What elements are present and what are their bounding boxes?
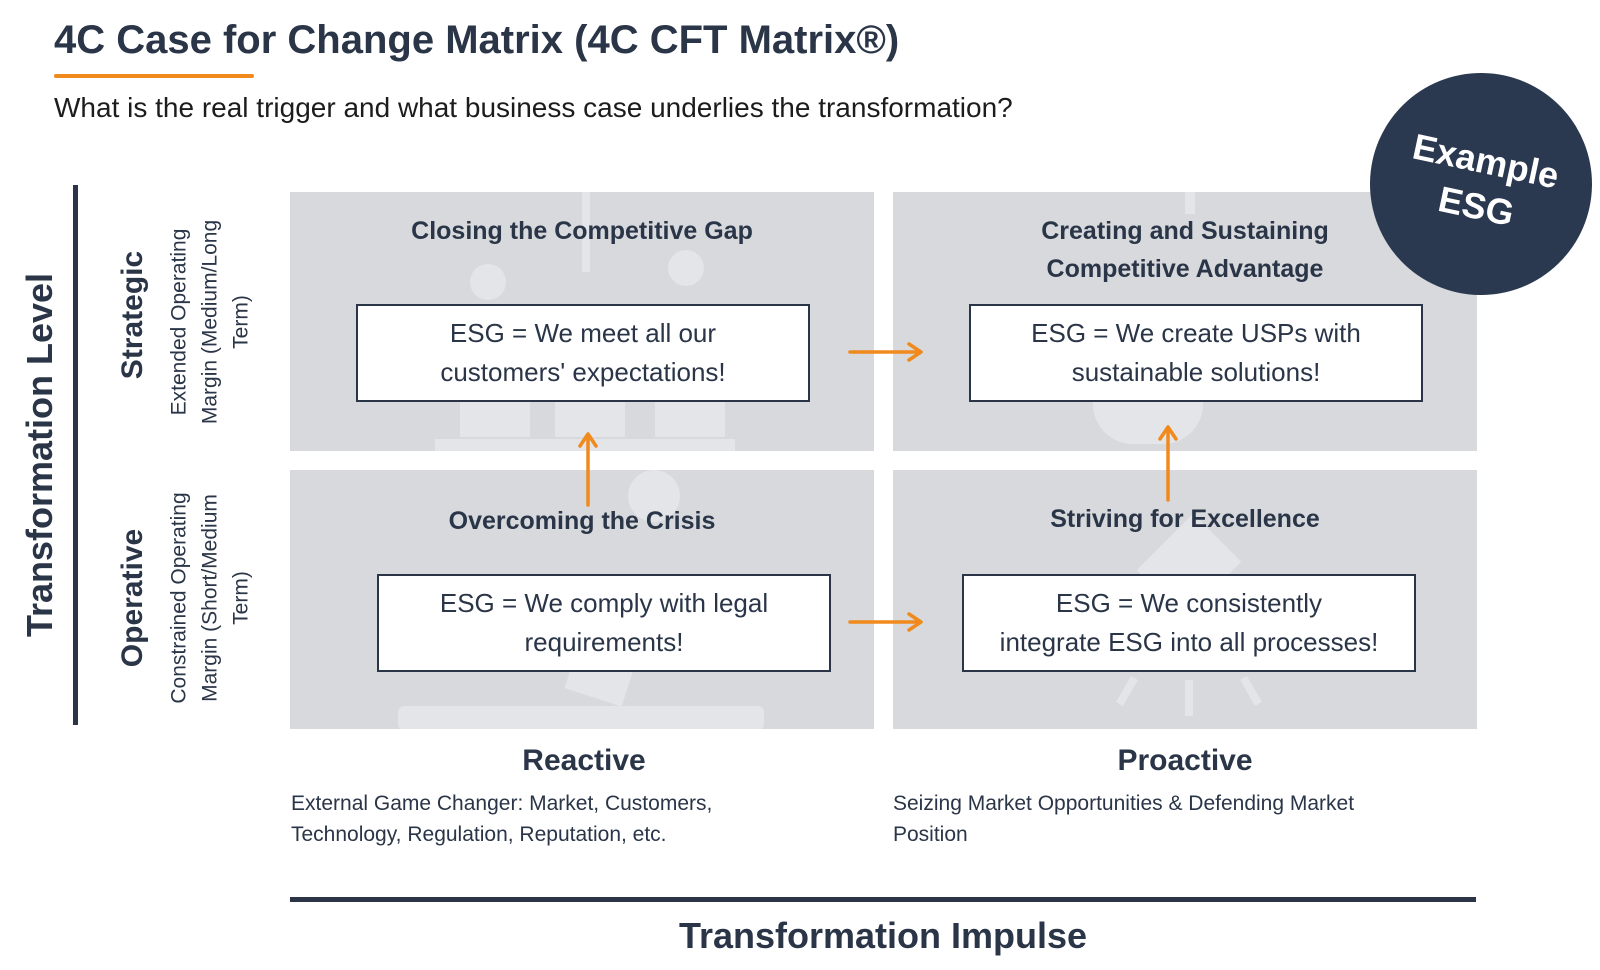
column-desc-reactive-line-1: External Game Changer: Market, Customers…: [291, 792, 713, 815]
row-label-operative: Operative: [116, 528, 149, 668]
row-sub-strategic-line-2: Margin (Medium/Long: [198, 219, 222, 425]
column-desc-reactive-line-2: Technology, Regulation, Reputation, etc.: [291, 823, 667, 846]
quadrant-bottom-left: Overcoming the Crisis ESG = We comply wi…: [290, 470, 874, 729]
row-sub-operative-line-2: Margin (Short/Medium: [198, 494, 222, 702]
quadrant-statement-box: ESG = We comply with legal requirements!: [377, 574, 831, 672]
quadrant-top-left: Closing the Competitive Gap ESG = We mee…: [290, 192, 874, 451]
column-label-proactive: Proactive: [1117, 744, 1253, 777]
statement-line-1: ESG = We comply with legal: [439, 588, 769, 618]
quadrant-heading: Closing the Competitive Gap: [411, 217, 753, 245]
quadrant-heading: Striving for Excellence: [1050, 505, 1320, 533]
quadrant-heading: Overcoming the Crisis: [448, 507, 716, 535]
ghost-base-icon: [435, 439, 735, 451]
statement-line-1: ESG = We consistently: [1055, 588, 1323, 618]
statement-line-2: integrate ESG into all processes!: [999, 627, 1379, 657]
quadrant-heading: Creating and Sustaining Competitive Adva…: [893, 212, 1477, 288]
quadrant-bottom-right: Striving for Excellence ESG = We consist…: [893, 470, 1477, 729]
ghost-ray-icon: [1116, 676, 1138, 706]
row-sub-strategic-line-1: Extended Operating: [167, 228, 191, 416]
column-desc-proactive: Seizing Market Opportunities & Defending…: [893, 788, 1354, 850]
ghost-ray-icon: [1240, 676, 1262, 706]
quadrant-statement-box: ESG = We meet all our customers' expecta…: [356, 304, 810, 402]
ghost-runner-icon: [628, 470, 680, 522]
row-sub-operative: Constrained Operating Margin (Short/Medi…: [164, 492, 257, 703]
row-sub-strategic-line-3: Term): [229, 295, 253, 349]
title-underline: [54, 74, 254, 78]
x-axis-title: Transformation Impulse: [678, 915, 1088, 956]
ghost-podium-icon: [460, 397, 530, 437]
column-desc-reactive: External Game Changer: Market, Customers…: [291, 788, 712, 850]
quadrant-top-right: Creating and Sustaining Competitive Adva…: [893, 192, 1477, 451]
column-desc-proactive-line-1: Seizing Market Opportunities & Defending…: [893, 792, 1355, 815]
page-subtitle: What is the real trigger and what busine…: [54, 92, 1013, 123]
ghost-track-icon: [398, 706, 764, 729]
heading-line-1: Creating and Sustaining: [1041, 217, 1329, 245]
x-axis-line: [290, 897, 1476, 902]
ghost-ray-icon: [1185, 680, 1193, 716]
ghost-flag-icon: [582, 192, 590, 272]
heading-line-2: Competitive Advantage: [1046, 255, 1324, 283]
quadrant-statement-box: ESG = We consistently integrate ESG into…: [962, 574, 1416, 672]
row-sub-operative-line-3: Term): [229, 571, 253, 625]
column-desc-proactive-line-2: Position: [893, 823, 968, 846]
row-label-strategic: Strategic: [116, 250, 149, 380]
row-sub-strategic: Extended Operating Margin (Medium/Long T…: [164, 220, 257, 424]
quadrant-statement-box: ESG = We create USPs with sustainable so…: [969, 304, 1423, 402]
row-sub-operative-line-1: Constrained Operating: [167, 492, 191, 704]
statement-line-2: customers' expectations!: [440, 357, 726, 387]
ghost-person-icon: [668, 250, 704, 286]
statement-line-2: requirements!: [524, 627, 684, 657]
statement-line-1: ESG = We create USPs with: [1031, 318, 1361, 348]
statement-line-2: sustainable solutions!: [1071, 357, 1321, 387]
ghost-person-icon: [470, 264, 506, 300]
ghost-podium-icon: [655, 397, 725, 437]
statement-line-1: ESG = We meet all our: [449, 318, 717, 348]
column-label-reactive: Reactive: [522, 744, 646, 777]
page-title: 4C Case for Change Matrix (4C CFT Matrix…: [54, 18, 900, 62]
ghost-star-icon: [1185, 192, 1195, 214]
y-axis-title: Transformation Level: [19, 272, 60, 638]
y-axis-line: [73, 185, 78, 725]
